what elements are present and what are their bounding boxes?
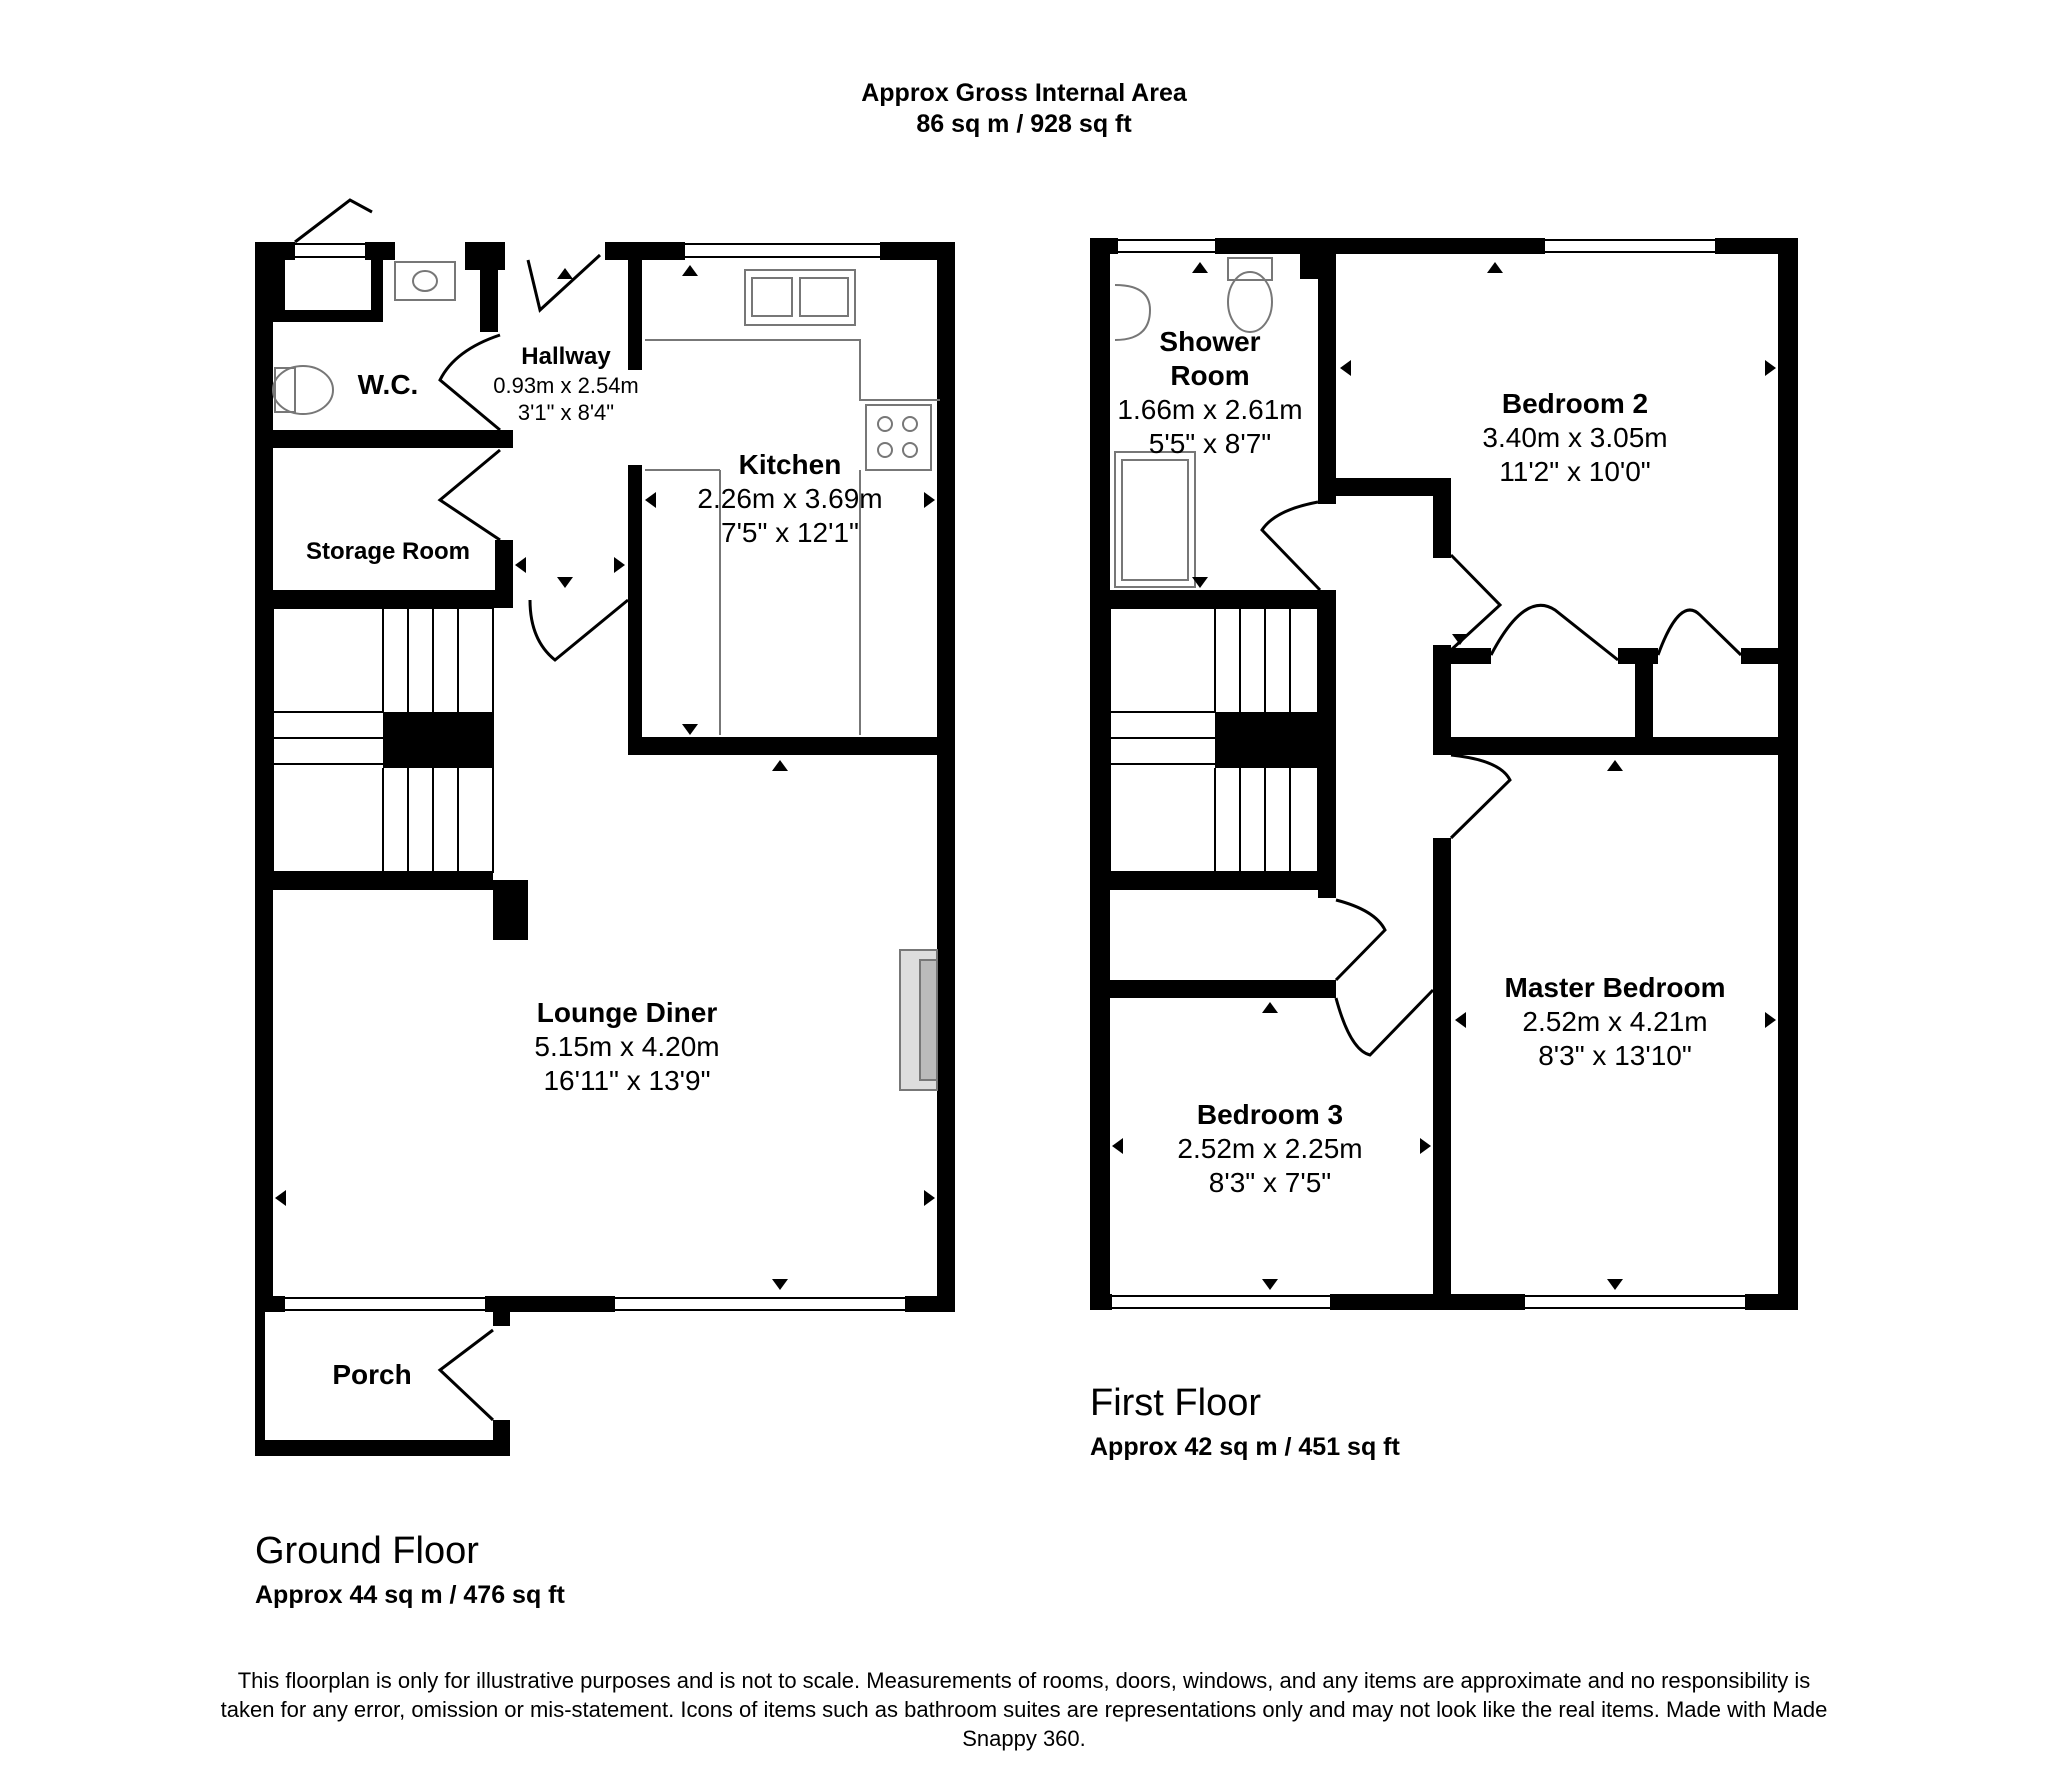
room-kitchen-name: Kitchen [738,449,842,480]
room-storage-name: Storage Room [305,538,471,565]
room-hallway-name: Hallway [521,343,611,370]
room-bedroom-3-metric: 2.52m x 2.25m [1177,1133,1363,1164]
room-lounge-imperial: 16'11" x 13'9" [543,1065,711,1096]
ground-floor-caption: Ground Floor Approx 44 sq m / 476 sq ft [255,1530,565,1610]
room-bedroom-3-imperial: 8'3" x 7'5" [1208,1167,1332,1198]
ground-floor-title: Ground Floor [255,1530,479,1572]
room-hallway-metric: 0.93m x 2.54m [493,373,639,398]
disclaimer-text: This floorplan is only for illustrative … [220,1668,1828,1751]
room-bedroom-2: Bedroom 2 3.40m x 3.05m 11'2" x 10'0" [1482,387,1667,489]
room-lounge-name: Lounge Diner [536,997,718,1028]
room-bedroom-2-imperial: 11'2" x 10'0" [1499,456,1651,487]
ground-floor-area: Approx 44 sq m / 476 sq ft [255,1581,565,1609]
room-porch: Porch [332,1358,411,1392]
ground-floor-plan [255,198,955,1456]
room-kitchen: Kitchen 2.26m x 3.69m 7'5" x 12'1" [697,448,882,550]
room-master-bedroom-name: Master Bedroom [1504,972,1726,1003]
room-lounge: Lounge Diner 5.15m x 4.20m 16'11" x 13'9… [534,996,719,1098]
room-master-bedroom: Master Bedroom 2.52m x 4.21m 8'3" x 13'1… [1505,971,1726,1073]
room-bedroom-2-name: Bedroom 2 [1501,388,1649,419]
room-storage: Storage Room [306,537,470,567]
room-shower: Shower Room 1.66m x 2.61m 5'5" x 8'7" [1117,325,1302,461]
room-hallway-imperial: 3'1" x 8'4" [517,400,615,425]
room-kitchen-imperial: 7'5" x 12'1" [720,517,859,548]
room-shower-imperial: 5'5" x 8'7" [1148,428,1272,459]
room-bedroom-3-name: Bedroom 3 [1196,1099,1344,1130]
room-wc-name: W.C. [357,369,419,400]
first-floor-area: Approx 42 sq m / 451 sq ft [1090,1433,1400,1461]
gross-area-value: 86 sq m / 928 sq ft [916,110,1132,138]
first-floor-plan [1090,238,1798,1310]
room-bedroom-3: Bedroom 3 2.52m x 2.25m 8'3" x 7'5" [1177,1098,1362,1200]
room-lounge-metric: 5.15m x 4.20m [534,1031,720,1062]
room-master-bedroom-metric: 2.52m x 4.21m [1522,1006,1708,1037]
room-wc: W.C. [358,368,419,402]
room-shower-name-1: Shower [1159,326,1261,357]
room-porch-name: Porch [332,1359,412,1390]
gross-area-header: Approx Gross Internal Area 86 sq m / 928… [0,78,2048,140]
room-bedroom-2-metric: 3.40m x 3.05m [1482,422,1668,453]
room-hallway: Hallway 0.93m x 2.54m 3'1" x 8'4" [493,342,639,426]
gross-area-label: Approx Gross Internal Area [861,79,1187,107]
room-kitchen-metric: 2.26m x 3.69m [697,483,883,514]
first-floor-title: First Floor [1090,1382,1261,1424]
first-floor-caption: First Floor Approx 42 sq m / 451 sq ft [1090,1382,1400,1462]
room-shower-metric: 1.66m x 2.61m [1117,394,1303,425]
room-master-bedroom-imperial: 8'3" x 13'10" [1538,1040,1692,1071]
room-shower-name-2: Room [1170,360,1250,391]
